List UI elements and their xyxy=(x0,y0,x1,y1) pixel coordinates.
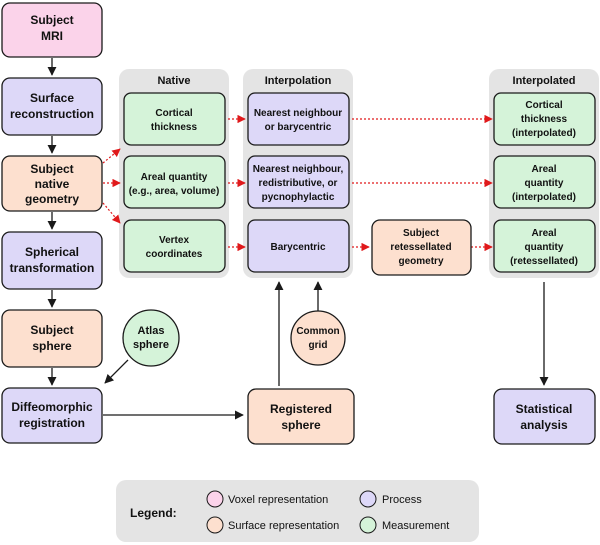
node-areal-retessellated-line-2: quantity xyxy=(525,242,564,253)
node-thickness-interpolated-line-2: thickness xyxy=(521,114,568,125)
panel-interpolated-title: Interpolated xyxy=(513,75,576,87)
node-registered-sphere-line-1: Registered xyxy=(270,402,332,416)
node-areal-retessellated-line-3: (retessellated) xyxy=(510,256,578,267)
node-areal-quantity-retessellated: Areal quantity (retessellated) xyxy=(493,219,596,273)
node-cortical-thickness: Cortical thickness xyxy=(123,92,226,146)
node-subject-retessellated-geometry: Subject retessellated geometry xyxy=(371,219,472,276)
node-subject-mri-line-1: Subject xyxy=(30,13,73,27)
red-dotted-connectors xyxy=(102,114,493,252)
legend-measurement-label: Measurement xyxy=(382,520,449,532)
node-common-grid-line-1: Common xyxy=(296,326,339,337)
legend-voxel-label: Voxel representation xyxy=(228,494,328,506)
legend-process-swatch xyxy=(359,490,377,508)
node-common-grid-line-2: grid xyxy=(309,340,328,351)
legend-measurement-swatch xyxy=(359,516,377,534)
node-retessellated-geometry-line-3: geometry xyxy=(398,256,443,267)
node-cortical-thickness-line-2: thickness xyxy=(151,122,198,133)
node-subject-sphere: Subject sphere xyxy=(1,309,103,368)
node-barycentric: Barycentric xyxy=(247,219,350,273)
node-spherical-transformation-line-2: transformation xyxy=(10,261,95,275)
legend: Legend: Voxel representation Surface rep… xyxy=(116,480,479,542)
legend-surface-swatch xyxy=(206,516,224,534)
node-diffeomorphic-registration-line-1: Diffeomorphic xyxy=(11,400,93,414)
node-areal-interpolated-line-2: quantity xyxy=(525,178,564,189)
node-nearest-or-barycentric-line-2: or barycentric xyxy=(265,122,332,133)
panel-interpolation-title: Interpolation xyxy=(265,75,332,87)
node-vertex-coordinates-line-1: Vertex xyxy=(159,235,189,246)
node-atlas-sphere-line-2: sphere xyxy=(133,339,169,351)
node-registered-sphere-line-2: sphere xyxy=(281,418,321,432)
node-statistical-analysis-line-1: Statistical xyxy=(516,402,573,416)
panel-native-title: Native xyxy=(157,75,190,87)
node-statistical-analysis-line-2: analysis xyxy=(520,418,568,432)
node-nearest-redistributive-line-2: redistributive, or xyxy=(259,178,338,189)
legend-surface-label: Surface representation xyxy=(228,520,339,532)
node-diffeomorphic-registration: Diffeomorphic registration xyxy=(1,387,103,444)
node-areal-retessellated-line-1: Areal xyxy=(531,228,556,239)
node-subject-mri-line-2: MRI xyxy=(41,29,63,43)
node-subject-mri: Subject MRI xyxy=(1,2,103,58)
arrow-geometry-to-vertex xyxy=(102,202,121,224)
arrow-geometry-to-thickness xyxy=(102,148,121,164)
node-vertex-coordinates-line-2: coordinates xyxy=(146,249,203,260)
node-subject-native-geometry-line-3: geometry xyxy=(25,192,79,206)
node-areal-interpolated-line-1: Areal xyxy=(531,164,556,175)
node-atlas-sphere: Atlas sphere xyxy=(122,309,180,367)
node-common-grid: Common grid xyxy=(290,310,346,366)
node-registered-sphere: Registered sphere xyxy=(247,388,355,445)
node-atlas-sphere-line-1: Atlas xyxy=(138,325,165,337)
legend-title: Legend: xyxy=(130,506,177,520)
node-vertex-coordinates: Vertex coordinates xyxy=(123,219,226,273)
arrow-atlas-to-registration xyxy=(104,359,129,384)
node-nearest-redistributive-line-1: Nearest neighbour, xyxy=(253,164,344,175)
node-nearest-or-barycentric-line-1: Nearest neighbour xyxy=(254,108,342,119)
node-spherical-transformation: Spherical transformation xyxy=(1,231,103,290)
node-nearest-redistributive: Nearest neighbour, redistributive, or py… xyxy=(247,155,350,209)
node-surface-reconstruction-line-1: Surface xyxy=(30,91,74,105)
node-cortical-thickness-line-1: Cortical xyxy=(155,108,192,119)
node-surface-reconstruction: Surface reconstruction xyxy=(1,77,103,136)
node-areal-quantity-interpolated: Areal quantity (interpolated) xyxy=(493,155,596,209)
node-thickness-interpolated-line-3: (interpolated) xyxy=(512,128,576,139)
node-retessellated-geometry-line-2: retessellated xyxy=(390,242,451,253)
node-thickness-interpolated-line-1: Cortical xyxy=(525,100,562,111)
node-subject-native-geometry-line-1: Subject xyxy=(30,162,73,176)
node-areal-quantity-line-1: Areal quantity xyxy=(141,172,208,183)
node-nearest-or-barycentric: Nearest neighbour or barycentric xyxy=(247,92,350,146)
black-connectors xyxy=(47,58,549,420)
node-areal-quantity-line-2: (e.g., area, volume) xyxy=(129,186,220,197)
node-subject-sphere-line-1: Subject xyxy=(30,323,73,337)
legend-process-label: Process xyxy=(382,494,422,506)
node-nearest-redistributive-line-3: pycnophylactic xyxy=(262,192,335,203)
legend-voxel-swatch xyxy=(206,490,224,508)
node-surface-reconstruction-line-2: reconstruction xyxy=(10,107,94,121)
node-retessellated-geometry-line-1: Subject xyxy=(403,228,440,239)
node-areal-interpolated-line-3: (interpolated) xyxy=(512,192,576,203)
node-statistical-analysis: Statistical analysis xyxy=(493,388,596,445)
node-spherical-transformation-line-1: Spherical xyxy=(25,245,79,259)
node-areal-quantity: Areal quantity (e.g., area, volume) xyxy=(123,155,226,209)
node-diffeomorphic-registration-line-2: registration xyxy=(19,416,85,430)
node-subject-native-geometry: Subject native geometry xyxy=(1,155,103,212)
node-barycentric-line-1: Barycentric xyxy=(270,242,325,253)
node-cortical-thickness-interpolated: Cortical thickness (interpolated) xyxy=(493,92,596,146)
node-subject-sphere-line-2: sphere xyxy=(32,339,72,353)
node-subject-native-geometry-line-2: native xyxy=(35,177,70,191)
